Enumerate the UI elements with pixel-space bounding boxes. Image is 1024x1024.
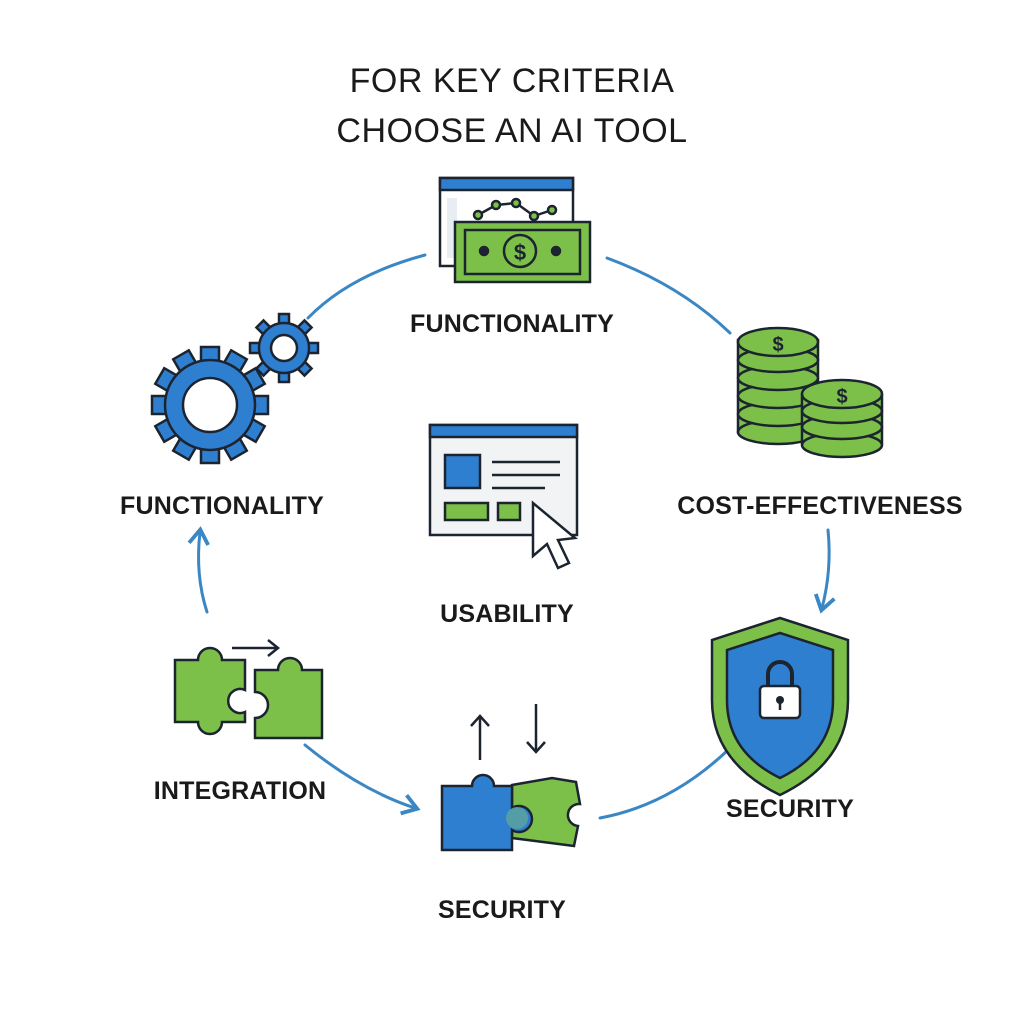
title-line-1: FOR KEY CRITERIA: [349, 62, 675, 100]
connector-right-down: [813, 528, 836, 614]
label-functionality-left: FUNCTIONALITY: [120, 492, 324, 520]
connector-bottomright-bottom: [598, 748, 730, 820]
title-line-2: CHOOSE AN AI TOOL: [336, 112, 688, 150]
label-usability: USABILITY: [440, 600, 574, 628]
cycle-connectors: [187, 253, 836, 820]
coin-stacks-icon: $ $: [736, 326, 884, 459]
label-functionality-top: FUNCTIONALITY: [410, 310, 614, 338]
connector-left-bottom: [303, 743, 421, 816]
gears-icon: [150, 312, 320, 465]
puzzle-join-icon: [440, 704, 582, 852]
svg-text:$: $: [772, 334, 783, 356]
connector-left-up: [187, 526, 210, 614]
label-cost-effectiveness: COST-EFFECTIVENESS: [677, 492, 963, 520]
label-security-right: SECURITY: [725, 795, 855, 823]
shield-lock-icon: [710, 616, 850, 797]
svg-text:$: $: [514, 240, 526, 265]
money-browser-icon: $: [438, 176, 592, 284]
label-integration: INTEGRATION: [153, 777, 327, 805]
browser-cursor-icon: [428, 423, 579, 570]
svg-text:$: $: [836, 386, 847, 408]
connector-top-left: [306, 253, 427, 320]
connector-top-right: [605, 256, 732, 335]
puzzle-arrow-icon: [173, 639, 324, 740]
label-security-bottom: SECURITY: [437, 896, 567, 924]
